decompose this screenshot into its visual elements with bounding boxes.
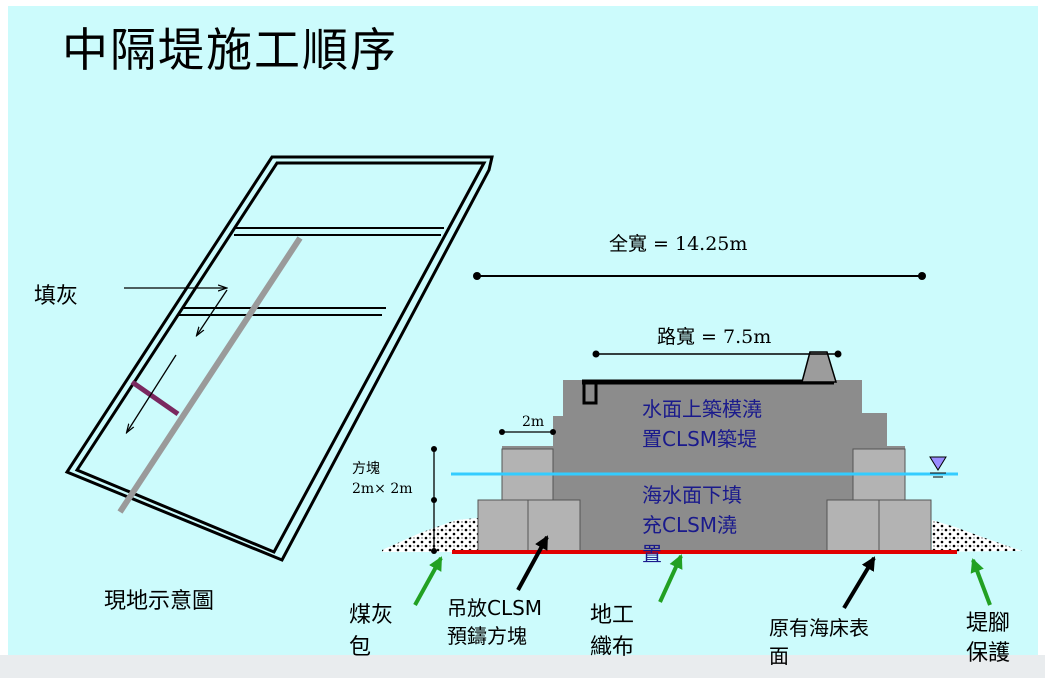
precast-label-line1: 吊放CLSM — [447, 596, 543, 620]
parapet — [801, 351, 838, 383]
precast-block-arrow — [516, 535, 549, 591]
curb — [582, 380, 598, 405]
cross-section — [382, 272, 1022, 610]
seabed-label-line1: 原有海床表 — [769, 616, 869, 640]
precast-label-line2: 預鑄方塊 — [447, 624, 527, 648]
footer-strip — [0, 655, 1045, 678]
fill-direction-arrow-1 — [197, 289, 228, 335]
water-level-icon — [929, 456, 947, 471]
block-label-name: 方塊 — [352, 461, 380, 477]
below-water-label-line3: 置 — [642, 542, 662, 566]
toe-protection-arrow — [970, 558, 992, 606]
below-water-label-line1: 海水面下填 — [642, 483, 742, 507]
block — [477, 499, 529, 552]
block — [826, 499, 880, 552]
step-width-label: 2m — [522, 414, 545, 430]
embankment-body — [480, 380, 905, 552]
toe-rubble-right — [932, 520, 1022, 552]
site-outline-inner — [74, 161, 487, 554]
below-water-label-line2: 充CLSM澆 — [642, 513, 738, 537]
block — [527, 499, 581, 552]
site-center-strip — [117, 236, 303, 514]
fill-direction-arrow-2 — [127, 354, 177, 432]
toe-rubble-left — [382, 518, 478, 552]
seabed-label-line2: 面 — [769, 644, 789, 668]
full-width-label: 全寬 = 14.25m — [609, 233, 748, 255]
site-sketch — [64, 155, 494, 562]
above-water-label-line1: 水面上築模澆 — [642, 397, 762, 421]
above-water-label-line2: 置CLSM築堤 — [642, 427, 758, 451]
geotextile-arrow — [658, 554, 683, 603]
ash-bag-label-line1: 煤灰 — [349, 603, 394, 628]
geotextile-label-line1: 地工 — [590, 603, 635, 628]
block-label-size: 2m× 2m — [352, 481, 413, 497]
toe-label-line1: 堤腳 — [966, 611, 1011, 636]
block — [878, 499, 932, 552]
seabed-arrow — [842, 556, 876, 610]
page-title: 中隔堤施工順序 — [62, 23, 398, 77]
toe-label-line2: 保護 — [966, 641, 1011, 666]
ash-bag-label-line2: 包 — [349, 635, 372, 660]
geotextile-label-line2: 織布 — [590, 635, 635, 660]
ash-bag-arrow — [413, 556, 443, 606]
site-marker-bar — [130, 379, 180, 417]
road-width-label: 路寬 = 7.5m — [657, 326, 772, 348]
fill-ash-label: 填灰 — [34, 284, 79, 309]
site-diagram-caption: 現地示意圖 — [104, 589, 215, 614]
site-outline-outer — [64, 155, 494, 562]
